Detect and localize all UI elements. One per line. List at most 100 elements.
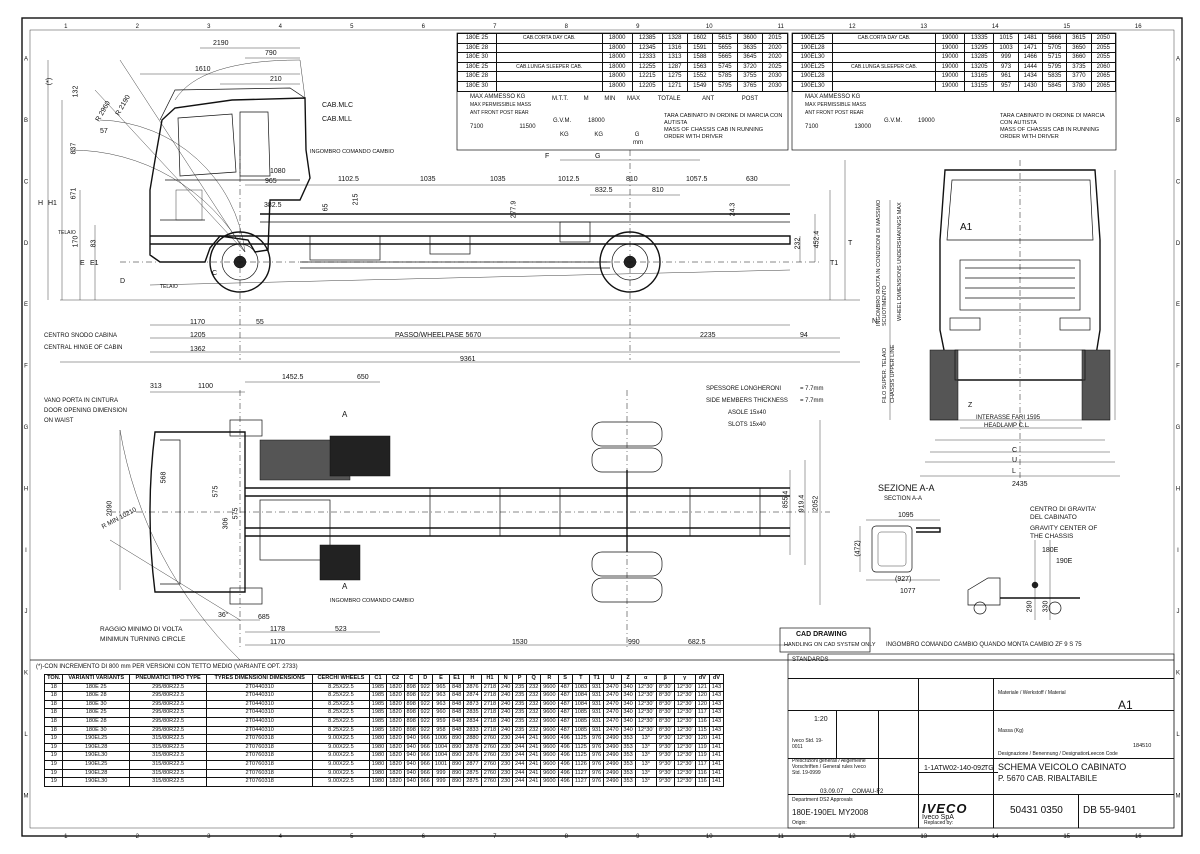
letter-c-front: C [1012,447,1018,454]
iveco-company: Iveco SpA [922,814,954,821]
grid-row-label: H [24,486,28,492]
dim-table-header-cell: S [557,674,573,684]
spec-right-cell: 190EL30 [791,52,834,63]
sheet-a1-mark: A1 [960,222,973,233]
dim-table-cell: 295/80R22.5 [128,716,208,727]
gravity-label-it: CENTRO DI GRAVITA' DEL CABINATO [1030,506,1097,521]
dim-table-cell: 1980 [368,759,388,770]
letter-n-front: N [872,318,878,325]
dim-table-cell: 496 [557,759,573,770]
cad-title: CAD DRAWING [796,631,847,638]
spec-right-cell: 5845 [1041,80,1068,92]
spec-right-cell: 2060 [1090,61,1117,73]
scale-value: 1:20 [814,716,828,723]
dim-table-cell: 13° [634,742,657,753]
dim-table-cell: 12°30' [634,716,657,727]
dim-790: 790 [265,50,277,57]
dim-table-cell: 1820 [386,691,405,701]
dim-table-cell: 353 [620,751,636,761]
dim-table-cell: 295/80R22.5 [128,708,208,718]
dim-table-cell: 9°30' [655,734,675,744]
dim-306: 306 [222,517,230,530]
grid-row-label: J [1177,609,1180,615]
spec-right-cell: 19000 [934,80,966,92]
dim-table-cell: 190EL30 [62,751,130,761]
dim-table-cell: 848 [449,725,465,736]
dim-table-cell: 2877 [463,759,482,770]
dim-table-cell: 180E 25 [62,708,130,718]
dim-table-cell: 1125 [571,734,591,744]
section-mark-a-top: A [342,410,348,419]
dim-table-cell: 244 [512,734,528,744]
grid-row-label: D [1176,241,1181,247]
dim-table-cell: 1083 [571,682,591,693]
dim-table-cell: 340 [620,716,636,727]
spec-right-cell: 1003 [993,42,1019,54]
letter-c: C [212,270,218,277]
dim-table-cell: 353 [620,768,636,779]
dim-table-cell: 8.25X22.5 [312,716,370,727]
dim-table-header-cell: R [540,674,559,684]
dim-table-cell: 966 [417,777,433,787]
grid-col-label: 9 [636,24,640,30]
dim-1095: 1095 [898,512,914,519]
grid-col-label: 5 [350,834,354,840]
headlamp-label-en: HEADLAMP C.L. [984,423,1030,429]
dim-table-cell: 2T0440310 [206,725,314,736]
telaio-label-b: TELAIO [160,284,178,290]
members-value-1: = 7.7mm [800,386,824,392]
dim-24: 24.3 [729,202,737,217]
members-label-it: SPESSORE LONGHERONI [706,386,782,392]
dim-table-cell: 1004 [431,742,451,753]
dim-table-cell: 121 [694,682,710,693]
dim-table-cell: 2873 [463,699,482,710]
dim-472: (472) [854,540,862,557]
dim-table-cell: 315/80R22.5 [128,742,208,753]
dim-1205: 1205 [190,332,206,339]
spec-left-cell: 1549 [686,80,713,92]
dim-table-cell: 931 [589,691,605,701]
spec-left-cell: 12215 [631,71,663,82]
dim-table-cell: 496 [557,751,573,761]
gravity-label-en: GRAVITY CENTER OF THE CHASSIS [1030,525,1098,540]
dim-table-cell: 9°30' [655,759,675,770]
dim-682: 682.5 [688,639,706,646]
dim-table-cell: 9600 [540,699,559,710]
spec-right-cell: 19000 [934,71,966,82]
turning-label-en: MINIMUN TURNING CIRCLE [100,636,186,643]
dim-table-cell: 12°30' [673,691,696,701]
dim-83: 83 [90,239,98,248]
dim-table-cell: 180E 28 [62,691,130,701]
spec-right-cell: 19000 [934,33,966,44]
dim-210: 210 [270,76,282,83]
dim-table-cell: 315/80R22.5 [128,734,208,744]
dim-table-cell: 1085 [571,708,591,718]
letter-h: H [38,200,44,207]
dim-table-cell: 848 [449,708,465,718]
dim-9361: 9361 [460,356,476,363]
dim-table-cell: 8°30' [655,682,675,693]
dim-table-cell: 340 [620,691,636,701]
grid-row-label: B [24,118,28,124]
dim-table-cell: 18 [43,708,64,718]
grid-col-label: 12 [849,834,856,840]
dim-table-cell: 12°30' [673,777,696,787]
drawing-title: SCHEMA VEICOLO CABINATO [998,762,1127,772]
dim-table-cell: 230 [498,768,514,779]
replaced-label: Replaced by: [924,820,954,826]
spec-right-cell: 3780 [1066,80,1092,92]
dim-table-cell: 922 [417,716,433,727]
dim-table-cell: 12°30' [673,725,696,736]
dim-table-cell: 241 [526,734,542,744]
dim-table-cell: 180E 30 [62,725,130,736]
dim-table-cell: 9600 [540,716,559,727]
dim-table-cell: 2760 [480,734,500,744]
iveco-logo: IVECO [922,801,968,816]
dim-table-cell: 2T0440310 [206,699,314,710]
grid-col-label: 2 [136,834,140,840]
dim-table-cell: 848 [449,716,465,727]
